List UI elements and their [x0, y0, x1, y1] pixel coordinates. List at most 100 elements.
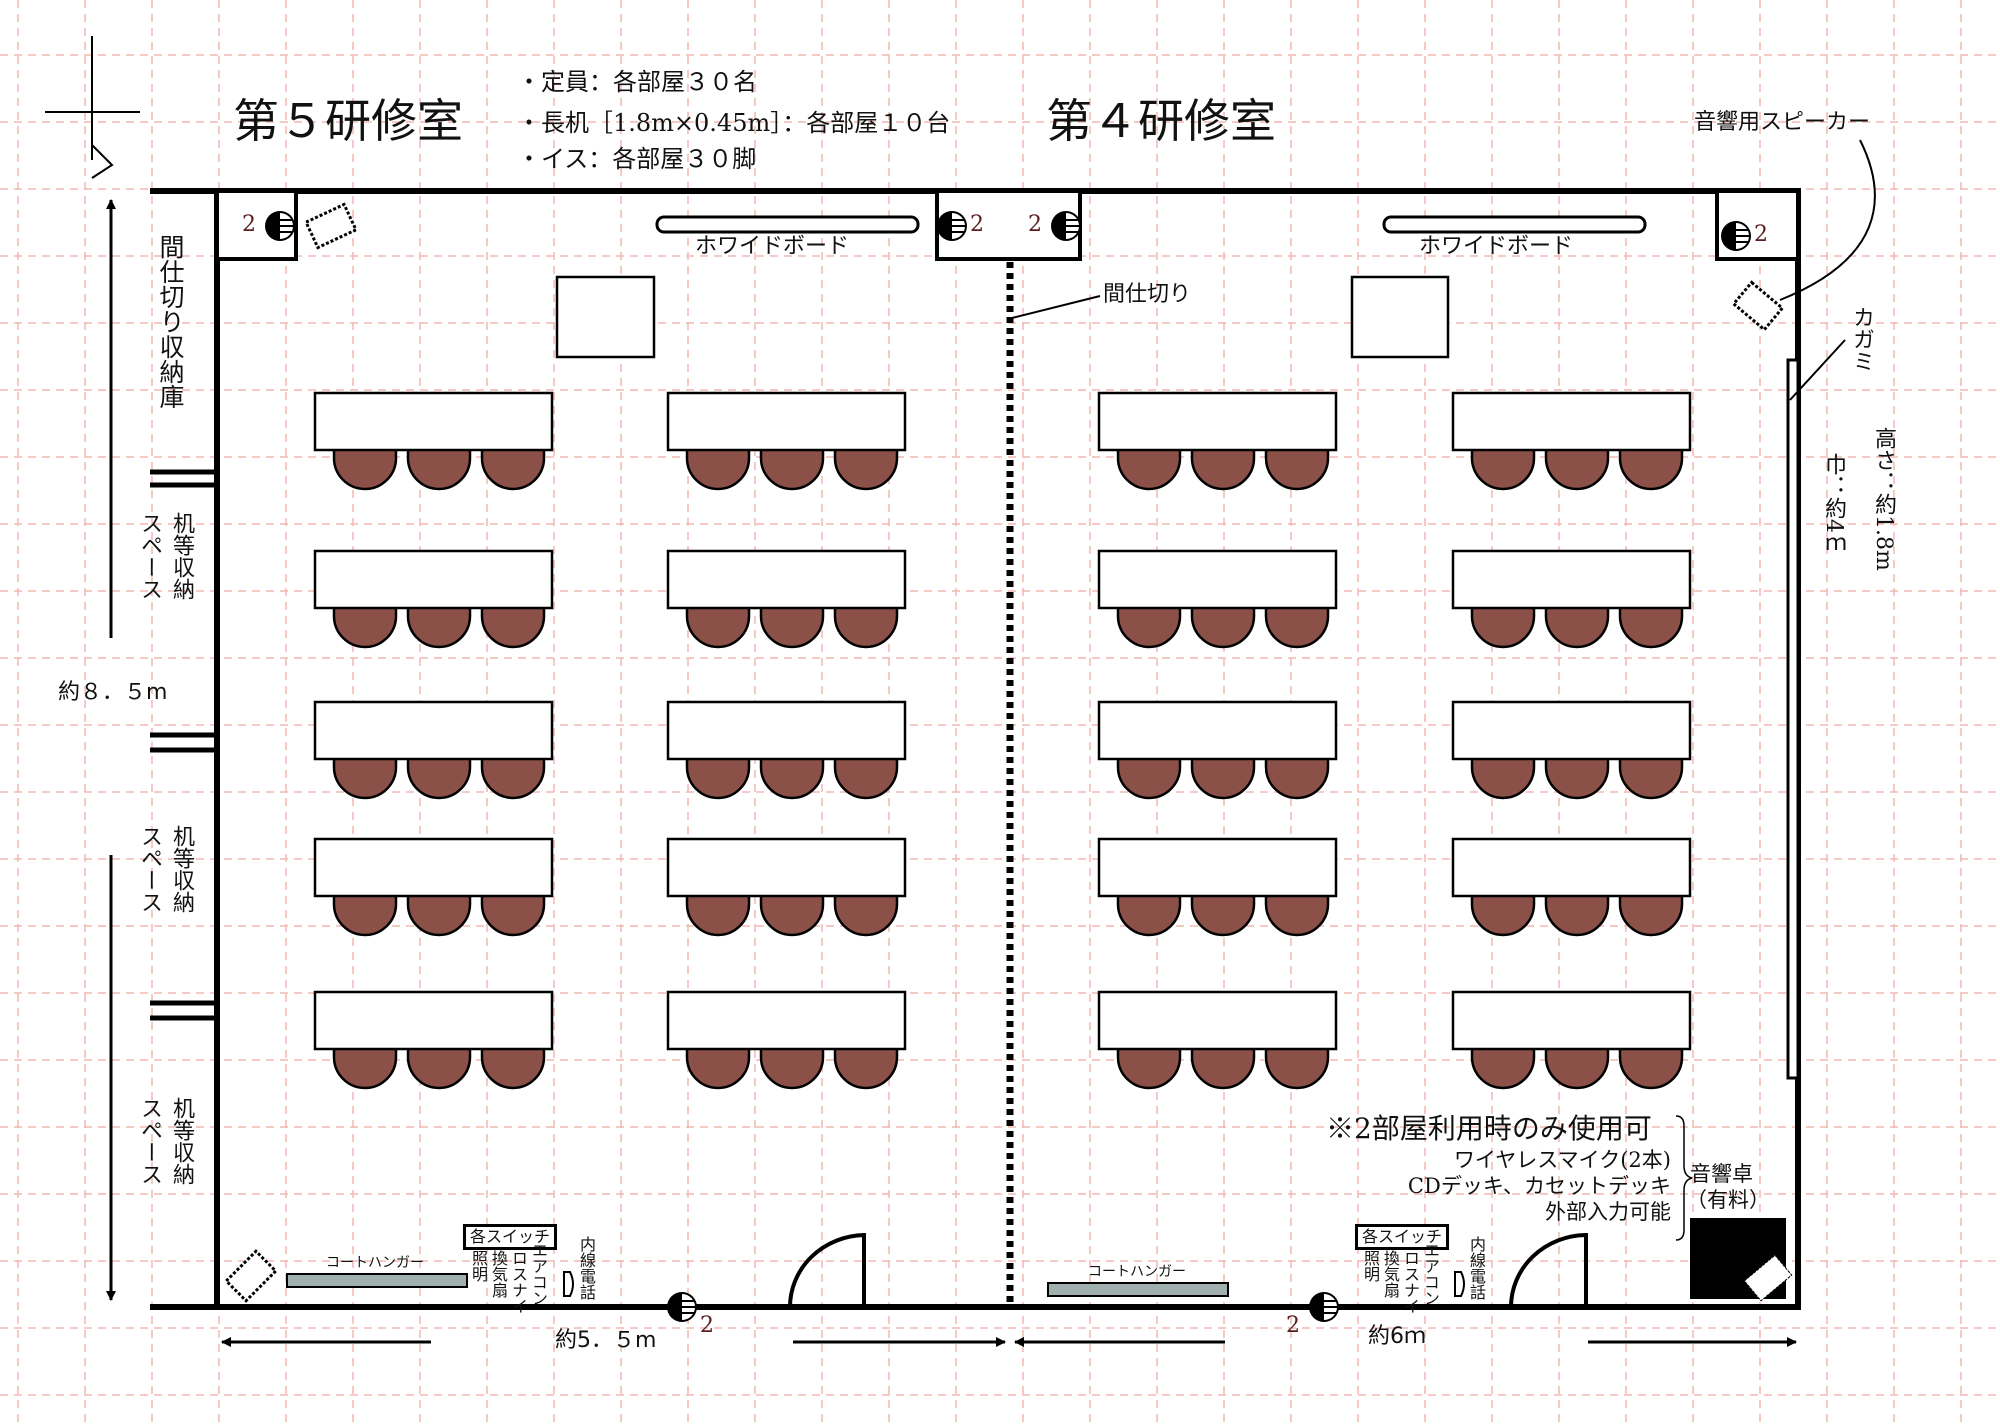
speaker-count: 2 [1286, 1313, 1300, 1338]
chair [833, 1040, 899, 1090]
partition-storage-label: 間仕切り収納庫 [156, 234, 185, 409]
brace [1675, 1115, 1693, 1241]
long-table [313, 549, 554, 610]
phone-icon [563, 1271, 574, 1297]
switch-ventilation: 換気扇 [1381, 1250, 1400, 1298]
mirror-label: カガミ [1849, 306, 1874, 372]
lectern [555, 275, 656, 359]
whiteboard-label: ホワイドボード [695, 234, 850, 259]
desk-storage-label: 机等収納 [169, 512, 194, 600]
partition-leader-line [1011, 295, 1101, 319]
chair [1618, 599, 1684, 649]
speaker-icon [937, 211, 967, 241]
speaker-icon [1721, 221, 1751, 251]
long-table [1451, 990, 1692, 1051]
chair [759, 750, 825, 800]
door [1509, 1232, 1588, 1308]
whiteboard [1382, 215, 1647, 234]
long-table [1097, 837, 1338, 898]
chair [1544, 750, 1610, 800]
chair [685, 441, 751, 491]
chair [685, 750, 751, 800]
chair [406, 599, 472, 649]
long-table [313, 391, 554, 452]
chair [1470, 1040, 1536, 1090]
equipment-box-icon [224, 1249, 278, 1303]
chair [480, 887, 546, 937]
chair [759, 441, 825, 491]
coat-hanger [286, 1273, 468, 1288]
switch-lighting: 照明 [1361, 1250, 1380, 1282]
chair [1190, 599, 1256, 649]
audio-item: ワイヤレスマイク(2本) [1453, 1148, 1671, 1172]
chair [406, 1040, 472, 1090]
chair [332, 441, 398, 491]
chair [406, 750, 472, 800]
chair [1264, 887, 1330, 937]
long-table [313, 990, 554, 1051]
whiteboard-label: ホワイドボード [1419, 234, 1574, 259]
long-table [1097, 549, 1338, 610]
room-title-4: 第４研修室 [1046, 94, 1276, 148]
speaker-count: 2 [700, 1313, 714, 1338]
chair [1264, 750, 1330, 800]
long-table [666, 549, 907, 610]
long-table [1451, 549, 1692, 610]
long-table [1451, 700, 1692, 761]
chair [406, 441, 472, 491]
switch-lighting: 照明 [469, 1250, 488, 1282]
speaker-box-icon [1731, 280, 1785, 332]
long-table [666, 837, 907, 898]
info-chairs: ・イス：各部屋３０脚 [517, 145, 757, 173]
chair [1116, 1040, 1182, 1090]
desk-storage-label: 机等収納 [169, 1097, 194, 1185]
chair [1544, 599, 1610, 649]
chair [685, 887, 751, 937]
audio-item: CDデッキ、カセットデッキ [1407, 1174, 1671, 1198]
chair [1618, 750, 1684, 800]
long-table [666, 700, 907, 761]
partition-label: 間仕切り [1103, 282, 1192, 307]
chair [759, 599, 825, 649]
chair [480, 599, 546, 649]
chair [833, 750, 899, 800]
mirror-width: 巾：約4ｍ [1821, 453, 1846, 555]
chair [1190, 441, 1256, 491]
chair [685, 599, 751, 649]
chair [1264, 441, 1330, 491]
speaker-icon [667, 1292, 697, 1322]
chair [759, 1040, 825, 1090]
info-capacity: ・定員：各部屋３０名 [517, 68, 757, 96]
audio-desk-fee: （有料） [1686, 1188, 1770, 1212]
chair [685, 1040, 751, 1090]
chair [1544, 887, 1610, 937]
chair [406, 887, 472, 937]
mirror-leader-line [1789, 339, 1846, 401]
switch-lossnay: ロスナイ [1401, 1250, 1420, 1314]
north-arrow-icon [45, 36, 140, 179]
chair [332, 750, 398, 800]
chair [480, 1040, 546, 1090]
long-table [1451, 391, 1692, 452]
audio-desk-equipment-icon [1743, 1254, 1793, 1302]
desk-storage-label: スペース [137, 512, 162, 600]
lectern [1350, 275, 1450, 359]
chair [1470, 441, 1536, 491]
chair [1544, 441, 1610, 491]
desk-storage-label: 机等収納 [169, 825, 194, 913]
audio-desk-label: 音響卓 [1690, 1162, 1753, 1186]
chair [332, 599, 398, 649]
coat-hanger [1047, 1282, 1229, 1297]
chair [1264, 599, 1330, 649]
chair [759, 887, 825, 937]
long-table [666, 391, 907, 452]
phone-icon [1454, 1271, 1465, 1297]
height-dimension-label: 約８．５m [58, 680, 168, 705]
phone-label: 内線電話 [1467, 1236, 1486, 1300]
long-table [313, 700, 554, 761]
long-table [1097, 700, 1338, 761]
chair [1470, 887, 1536, 937]
long-table [1097, 391, 1338, 452]
long-table [313, 837, 554, 898]
